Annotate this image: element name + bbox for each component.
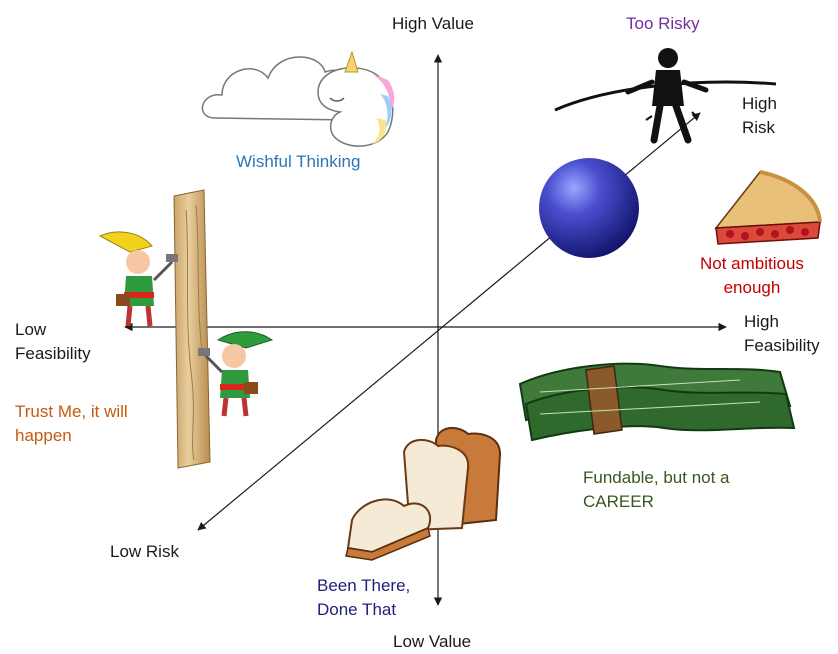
blue-sphere-icon [539, 158, 639, 258]
money-stack-icon [518, 362, 796, 442]
region-label-fundable: Fundable, but not a CAREER [583, 468, 730, 511]
axis-label-high-feasibility: High Feasibility [744, 312, 820, 355]
axis-label-low-value: Low Value [393, 632, 472, 651]
cherry-pie-icon [714, 170, 822, 245]
elf-top-icon [98, 231, 178, 327]
tightrope-walker-icon [554, 48, 777, 144]
wooden-plank-icon [173, 189, 211, 469]
axis-label-low-feasibility: Low Feasibility [15, 320, 91, 363]
axis-label-high-risk: High Risk [742, 94, 777, 137]
bread-slices-icon [345, 427, 502, 561]
region-label-too-risky: Too Risky [626, 14, 700, 33]
region-label-not-ambitious: Not ambitious enough [700, 254, 804, 297]
unicorn-cloud-icon [201, 50, 395, 147]
axis-label-low-risk: Low Risk [110, 542, 179, 561]
elf-bottom-icon [198, 331, 274, 417]
region-label-been-there: Been There, Done That [317, 576, 411, 619]
axis-label-high-value: High Value [392, 14, 474, 33]
region-label-wishful-thinking: Wishful Thinking [236, 152, 361, 171]
region-label-trust-me: Trust Me, it will happen [15, 402, 128, 445]
